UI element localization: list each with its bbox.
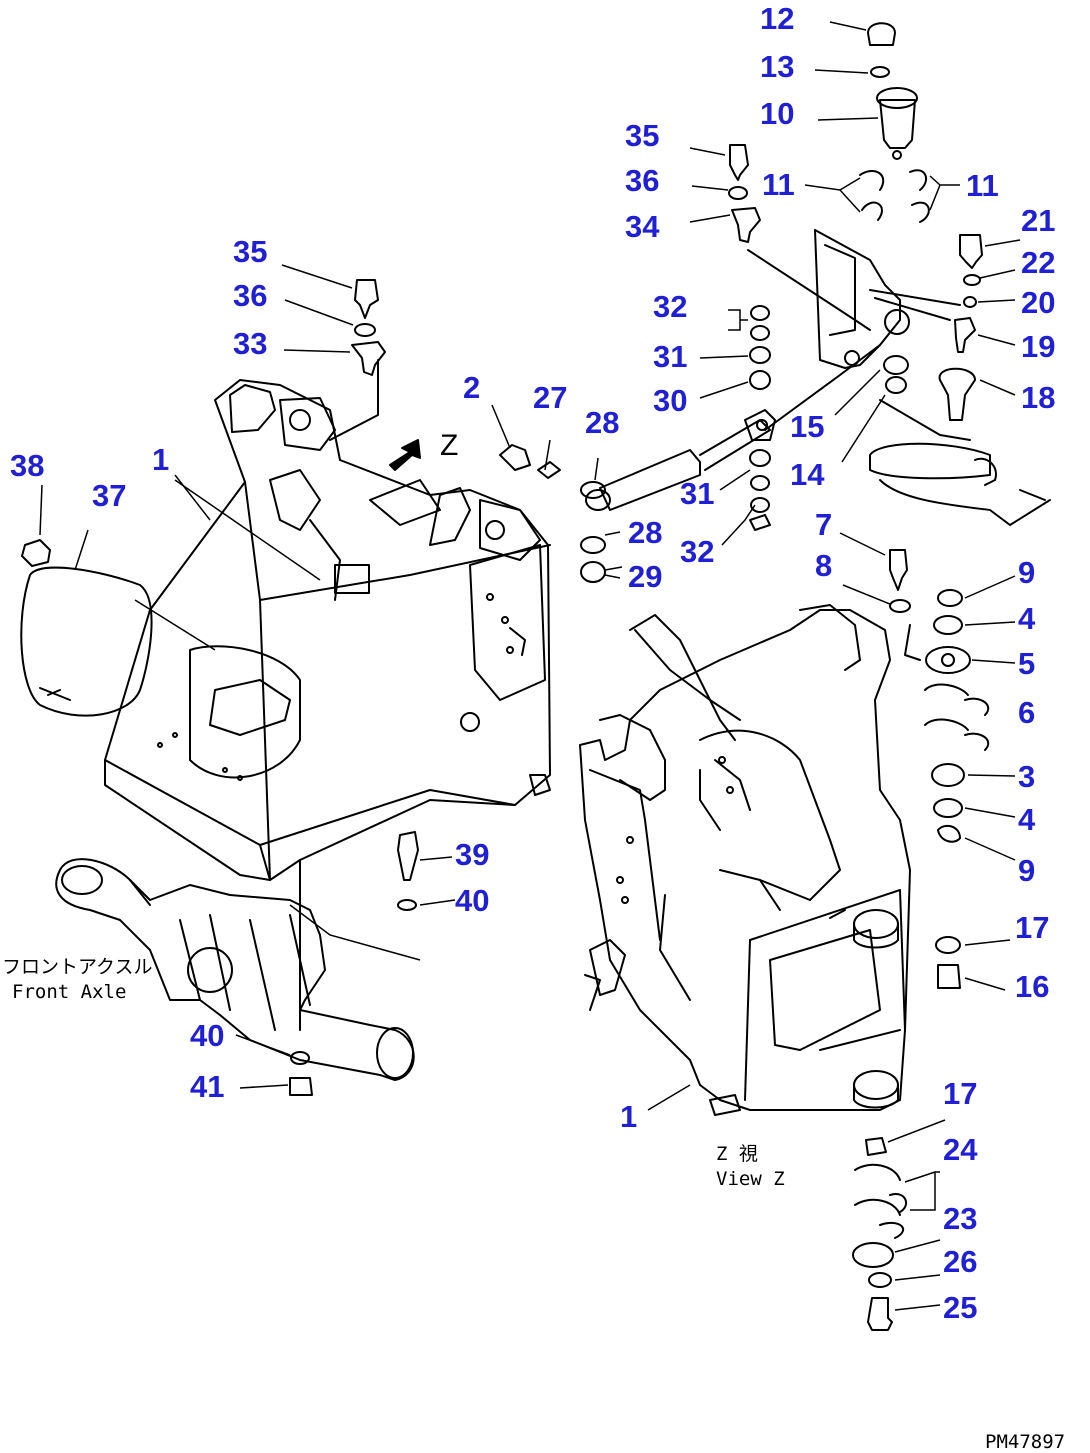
callout-4-bottom: 4 (1018, 802, 1036, 837)
callout-25: 25 (943, 1290, 977, 1325)
callout-38: 38 (10, 448, 44, 483)
center-hinge-lower-parts (852, 936, 961, 1331)
callout-15: 15 (790, 409, 824, 444)
callout-1-right: 1 (620, 1099, 637, 1134)
callout-24: 24 (943, 1132, 978, 1167)
callout-10: 10 (760, 96, 794, 131)
callout-20: 20 (1021, 285, 1055, 320)
callout-41: 41 (190, 1069, 224, 1104)
callout-12: 12 (760, 1, 794, 36)
callout-37: 37 (92, 478, 126, 513)
bolt-35-left (329, 279, 386, 441)
callout-32-bottom: 32 (680, 534, 714, 569)
callout-9-top: 9 (1018, 555, 1035, 590)
callout-17-top: 17 (1015, 910, 1049, 945)
callout-3: 3 (1018, 759, 1035, 794)
callout-1-left: 1 (152, 442, 169, 477)
callout-35-left: 35 (233, 234, 267, 269)
steering-cylinder (499, 344, 881, 583)
callout-8: 8 (815, 548, 832, 583)
rear-frame-right (579, 604, 911, 1116)
callout-26: 26 (943, 1244, 977, 1279)
callout-40-left: 40 (190, 1018, 224, 1053)
callout-11-left: 11 (762, 167, 795, 202)
callout-19: 19 (1021, 329, 1055, 364)
callout-31-bottom: 31 (680, 476, 714, 511)
callout-14: 14 (790, 457, 825, 492)
center-hinge-upper-parts (889, 549, 990, 843)
callout-32-top: 32 (653, 289, 687, 324)
bolt-39-washer-40 (397, 831, 419, 911)
drawing-code: PM47897 (985, 1431, 1065, 1453)
callout-28-top: 28 (585, 405, 619, 440)
callout-18: 18 (1021, 380, 1055, 415)
callout-36-top: 36 (625, 163, 659, 198)
callout-13: 13 (760, 49, 794, 84)
view-z-label-en: View Z (716, 1168, 785, 1190)
callout-35-top: 35 (625, 118, 659, 153)
callout-28-bottom: 28 (628, 515, 662, 550)
view-z-label-jp: Z 視 (716, 1143, 758, 1165)
callout-36-left: 36 (233, 278, 267, 313)
bolt-38 (21, 539, 51, 567)
front-frame-left (104, 379, 551, 881)
callout-5: 5 (1018, 646, 1035, 681)
callout-23: 23 (943, 1201, 977, 1236)
callout-2: 2 (463, 370, 480, 405)
callout-27: 27 (533, 380, 567, 415)
callout-17-bottom: 17 (943, 1076, 977, 1111)
callout-numbers: 12 13 10 35 36 11 11 34 21 22 20 32 19 3… (10, 1, 1055, 1325)
leader-lines (39, 21, 1021, 1311)
callout-9-bottom: 9 (1018, 853, 1035, 888)
front-axle-label-en: Front Axle (12, 981, 126, 1003)
bushing-40-41 (289, 859, 313, 1096)
callout-4-top: 4 (1018, 601, 1036, 636)
callout-22: 22 (1021, 245, 1055, 280)
callout-39: 39 (455, 837, 489, 872)
callout-7: 7 (815, 507, 832, 542)
callout-6: 6 (1018, 695, 1035, 730)
callout-33: 33 (233, 326, 267, 361)
callout-30: 30 (653, 383, 687, 418)
callout-11-right: 11 (966, 168, 999, 203)
callout-31-top: 31 (653, 339, 687, 374)
front-axle-label-jp: フロントアクスル (2, 956, 152, 978)
callout-16: 16 (1015, 969, 1049, 1004)
upper-pin-assembly (728, 22, 930, 331)
access-cover (20, 566, 153, 717)
front-axle (55, 858, 415, 1081)
callout-34: 34 (625, 209, 660, 244)
callout-29: 29 (628, 559, 662, 594)
steering-bracket (814, 229, 1051, 526)
z-mark: Z (440, 429, 458, 462)
washers-30-32 (749, 305, 771, 531)
callout-21: 21 (1021, 203, 1055, 238)
callout-40-right: 40 (455, 883, 489, 918)
